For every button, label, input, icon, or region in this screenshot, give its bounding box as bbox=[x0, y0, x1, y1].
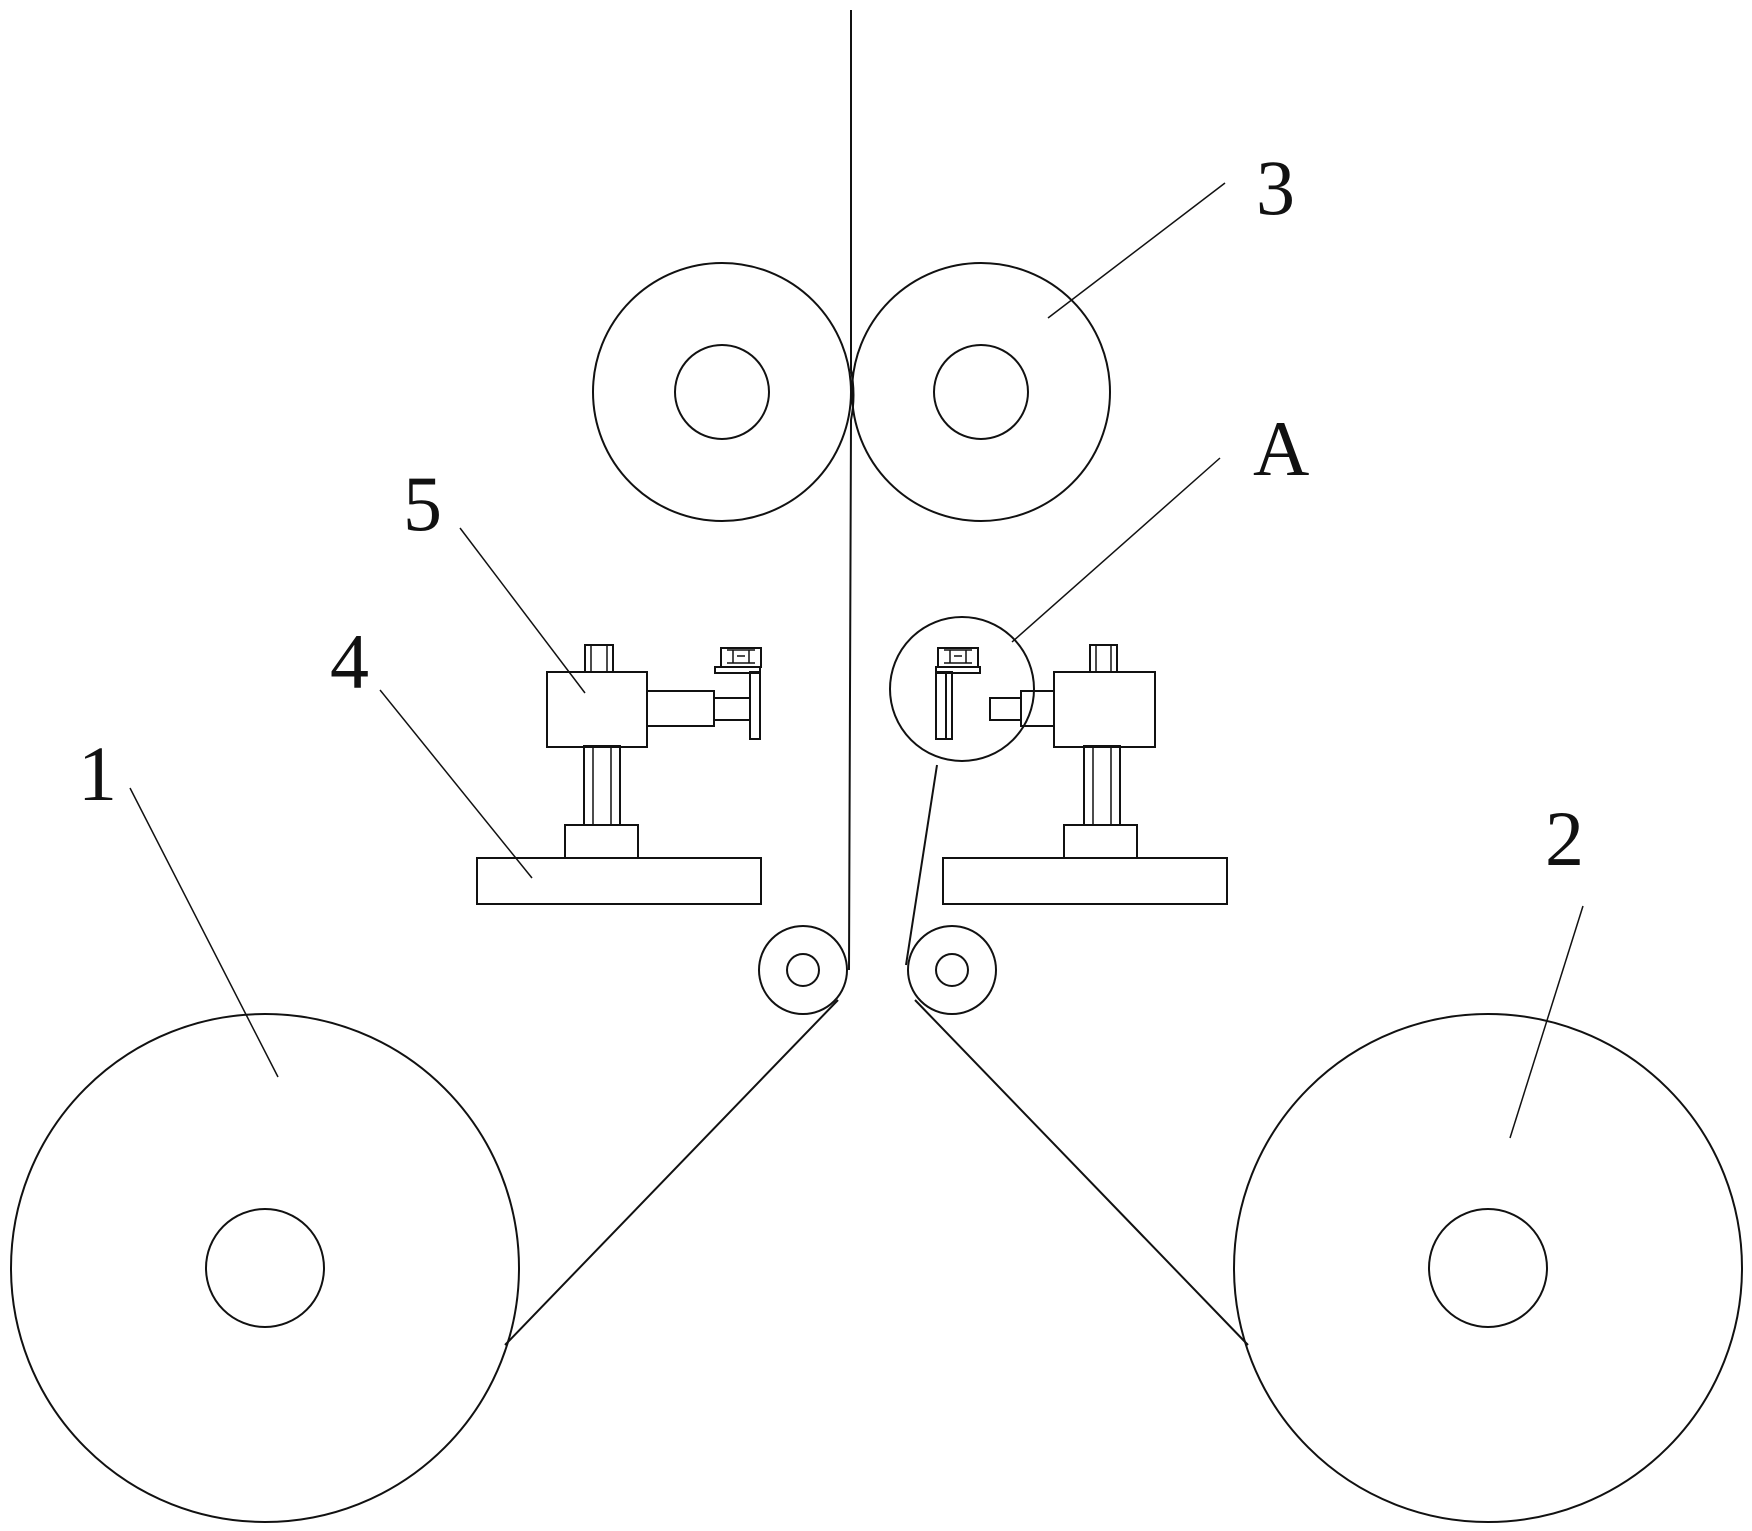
left-base-plate bbox=[476, 824, 762, 905]
right-guide-roller bbox=[907, 925, 997, 1015]
label-5: 5 bbox=[403, 460, 442, 547]
label-1: 1 bbox=[78, 730, 117, 817]
label-2: 2 bbox=[1545, 795, 1584, 882]
detail-a-circle bbox=[889, 616, 1035, 762]
right-base-plate bbox=[942, 824, 1228, 905]
left-guide-roller bbox=[758, 925, 848, 1015]
label-3: 3 bbox=[1256, 144, 1295, 231]
right-cutting-device bbox=[935, 644, 1156, 826]
label-4: 4 bbox=[330, 618, 369, 705]
left-press-roll bbox=[592, 262, 852, 522]
leader-lines bbox=[129, 182, 1584, 1139]
right-supply-roll bbox=[1233, 1013, 1743, 1523]
left-supply-roll bbox=[10, 1013, 520, 1523]
film-path bbox=[504, 10, 1249, 1346]
right-press-roll bbox=[851, 262, 1111, 522]
left-cutting-device bbox=[546, 644, 762, 826]
label-a: A bbox=[1253, 405, 1309, 492]
